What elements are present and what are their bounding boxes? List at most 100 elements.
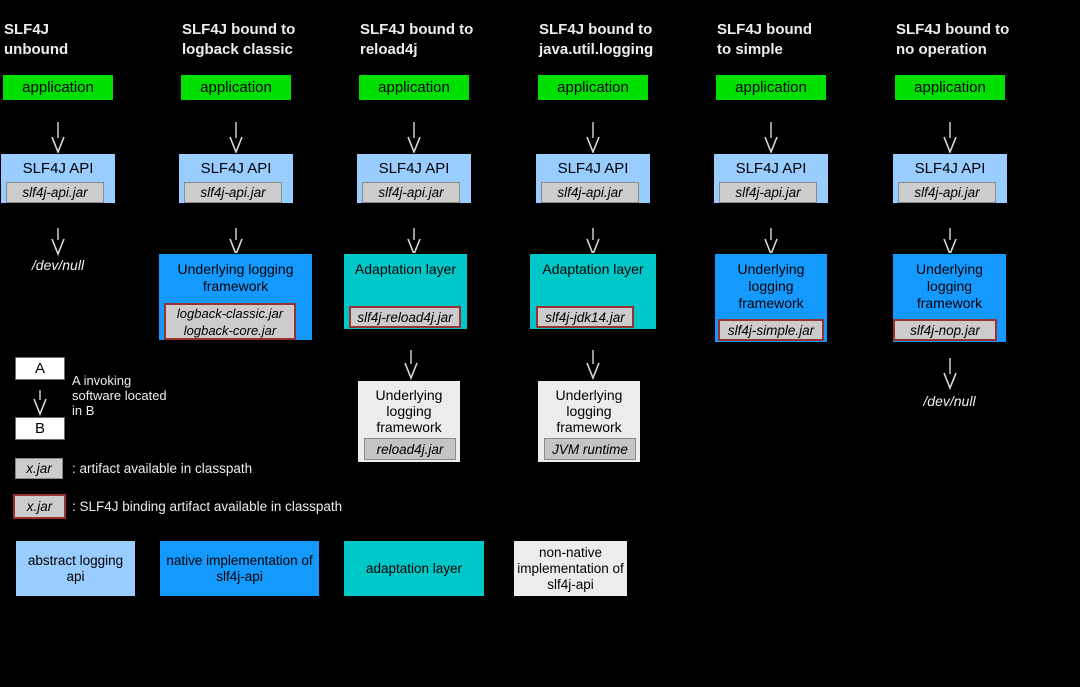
legend-swatch-non-native-impl: non-native implementation of slf4j-api (513, 540, 628, 597)
application-box: application (715, 74, 827, 101)
title-line: SLF4J bound (717, 21, 812, 38)
binding-jar-box: slf4j-simple.jar (718, 319, 824, 341)
framework-label: Underlying logging framework (375, 387, 443, 435)
down-arrow-icon (51, 122, 65, 154)
legend-swatch-abstract-api: abstract logging api (15, 540, 136, 597)
slf4j-api-box: SLF4J API slf4j-api.jar (356, 153, 472, 204)
underlying-framework-box-logback: Underlying logging framework logback-cla… (158, 253, 313, 341)
binding-jar-box: slf4j-reload4j.jar (349, 306, 461, 328)
legend-text-line: in B (72, 403, 95, 418)
column-title-simple: SLF4J bound to simple (717, 20, 812, 60)
column-title-reload4j: SLF4J bound to reload4j (360, 20, 473, 60)
adaptation-label: Adaptation layer (542, 261, 644, 277)
legend-text-line: software located (72, 388, 167, 403)
slf4j-api-label: SLF4J API (200, 159, 272, 177)
dev-null-label: /dev/null (31, 257, 85, 273)
slf4j-api-label: SLF4J API (557, 159, 629, 177)
underlying-framework-box-reload4j: Underlying logging framework reload4j.ja… (357, 380, 461, 463)
slf4j-api-jar-box: slf4j-api.jar (6, 182, 104, 203)
title-line: no operation (896, 41, 987, 58)
application-box: application (358, 74, 470, 101)
down-arrow-icon (33, 390, 47, 416)
title-line: logback classic (182, 41, 293, 58)
down-arrow-icon (229, 122, 243, 154)
legend-a-label: A (34, 360, 45, 377)
framework-label: Underlying logging framework (737, 261, 805, 311)
slf4j-api-jar-box: slf4j-api.jar (898, 182, 996, 203)
title-line: java.util.logging (539, 41, 654, 58)
adaptation-layer-box-jdk14: Adaptation layer slf4j-jdk14.jar (529, 253, 657, 330)
legend-ab-description: A invoking software located in B (72, 373, 167, 418)
slf4j-api-box: SLF4J API slf4j-api.jar (535, 153, 651, 204)
jar-name: logback-core.jar (183, 322, 277, 338)
framework-jar-box: JVM runtime (544, 438, 636, 460)
down-arrow-icon (764, 122, 778, 154)
framework-label: Underlying logging framework (916, 261, 983, 311)
application-label: application (557, 79, 629, 96)
column-title-jul: SLF4J bound to java.util.logging (539, 20, 653, 60)
legend-a-box: A (15, 357, 65, 380)
application-box: application (894, 74, 1006, 101)
column-title-nop: SLF4J bound to no operation (896, 20, 1009, 60)
application-label: application (200, 79, 272, 96)
application-label: application (378, 79, 450, 96)
slf4j-api-label: SLF4J API (914, 159, 986, 177)
legend-jar-binding-box: x.jar (13, 494, 66, 519)
adaptation-label: Adaptation layer (354, 261, 457, 277)
application-box: application (180, 74, 292, 101)
down-arrow-icon (764, 228, 778, 256)
legend-jar-binding-desc: : SLF4J binding artifact available in cl… (72, 499, 343, 514)
framework-jar-box: reload4j.jar (364, 438, 456, 460)
application-label: application (735, 79, 807, 96)
down-arrow-icon (586, 228, 600, 256)
underlying-framework-box-jvm: Underlying logging framework JVM runtime (537, 380, 641, 463)
down-arrow-icon (586, 350, 600, 380)
legend-b-label: B (34, 420, 45, 437)
title-line: SLF4J bound to (896, 21, 1010, 38)
title-line: SLF4J bound to (360, 21, 474, 38)
slf4j-api-box: SLF4J API slf4j-api.jar (713, 153, 829, 204)
legend-text-line: A invoking (72, 373, 132, 388)
slf4j-api-jar-box: slf4j-api.jar (362, 182, 460, 203)
title-line: SLF4J (4, 21, 50, 38)
application-label: application (22, 79, 94, 96)
column-title-unbound: SLF4J unbound (4, 20, 68, 60)
binding-jar-box: slf4j-nop.jar (893, 319, 997, 341)
title-line: SLF4J bound to (539, 21, 653, 38)
legend-b-box: B (15, 417, 65, 440)
framework-label: Underlying logging framework (555, 387, 623, 435)
title-line: SLF4J bound to (182, 21, 296, 38)
down-arrow-icon (586, 122, 600, 154)
slf4j-api-label: SLF4J API (735, 159, 807, 177)
slf4j-api-box: SLF4J API slf4j-api.jar (892, 153, 1008, 204)
slf4j-api-jar-box: slf4j-api.jar (184, 182, 282, 203)
down-arrow-icon (407, 228, 421, 256)
legend-swatch-native-impl: native implementation of slf4j-api (159, 540, 320, 597)
down-arrow-icon (407, 122, 421, 154)
column-title-logback: SLF4J bound to logback classic (182, 20, 295, 60)
slf4j-api-label: SLF4J API (22, 159, 94, 177)
slf4j-api-box: SLF4J API slf4j-api.jar (178, 153, 294, 204)
down-arrow-icon (943, 122, 957, 154)
down-arrow-icon (51, 228, 65, 256)
slf4j-api-box: SLF4J API slf4j-api.jar (0, 153, 116, 204)
legend-swatch-adaptation-layer: adaptation layer (343, 540, 485, 597)
legend-jar-plain-box: x.jar (15, 458, 63, 479)
application-box: application (2, 74, 114, 101)
down-arrow-icon (404, 350, 418, 380)
down-arrow-icon (943, 358, 957, 390)
title-line: unbound (4, 41, 69, 58)
application-box: application (537, 74, 649, 101)
title-line: to simple (717, 41, 783, 58)
underlying-framework-box-nop: Underlying logging framework slf4j-nop.j… (892, 253, 1007, 343)
slf4j-api-jar-box: slf4j-api.jar (541, 182, 639, 203)
application-label: application (914, 79, 986, 96)
legend-jar-plain-desc: : artifact available in classpath (72, 461, 253, 476)
slf4j-api-label: SLF4J API (378, 159, 450, 177)
framework-label: Underlying logging framework (177, 261, 294, 294)
slf4j-api-jar-box: slf4j-api.jar (719, 182, 817, 203)
adaptation-layer-box-reload4j: Adaptation layer slf4j-reload4j.jar (343, 253, 468, 330)
dev-null-label: /dev/null (923, 393, 976, 409)
binding-jar-box: logback-classic.jar logback-core.jar (164, 303, 296, 340)
